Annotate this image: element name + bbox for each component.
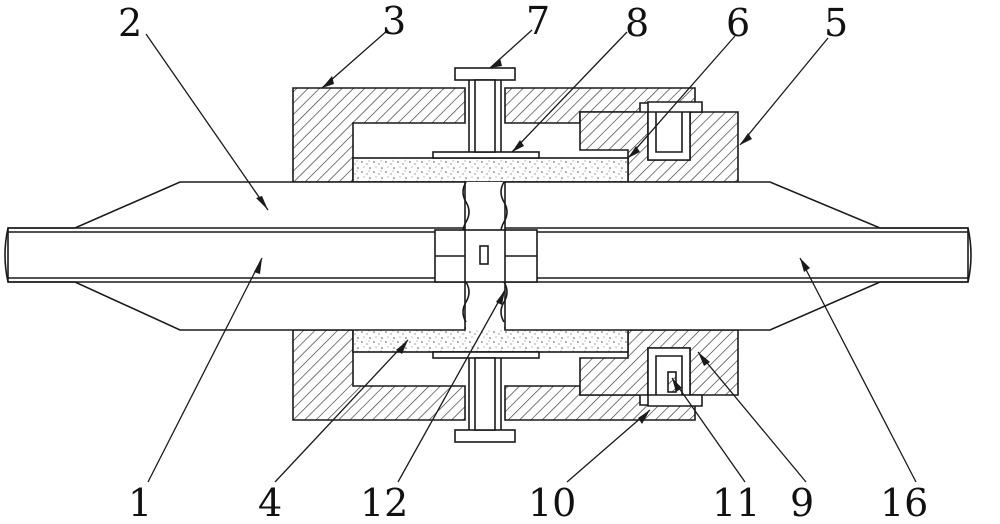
lower-seal-pad-4	[352, 327, 629, 353]
upper-seal-pad	[352, 157, 629, 183]
upper-clip-6-inner	[655, 112, 683, 153]
label-3: 3	[382, 0, 406, 43]
label-9: 9	[790, 481, 814, 524]
lower-bolt-shank	[474, 357, 496, 431]
label-4: 4	[258, 481, 282, 524]
label-1: 1	[128, 481, 152, 524]
label-11: 11	[712, 481, 760, 524]
label-12: 12	[360, 481, 408, 524]
label-2: 2	[118, 1, 142, 45]
leader-lines	[145, 29, 917, 483]
lower-bolt-head	[454, 429, 516, 443]
upper-bolt-head-7	[454, 67, 516, 81]
coupling-pin	[479, 245, 489, 265]
label-5: 5	[824, 1, 848, 45]
label-7: 7	[526, 0, 550, 43]
label-16: 16	[880, 481, 928, 524]
label-10: 10	[528, 481, 576, 524]
lower-clip-inner	[655, 355, 683, 395]
arrowheads	[254, 58, 810, 424]
label-8: 8	[625, 1, 649, 45]
lower-plate	[432, 351, 540, 359]
label-6: 6	[726, 1, 750, 45]
upper-bolt-shank	[474, 79, 496, 153]
right-pipe-outer	[504, 181, 969, 331]
upper-plate-8	[432, 151, 540, 159]
